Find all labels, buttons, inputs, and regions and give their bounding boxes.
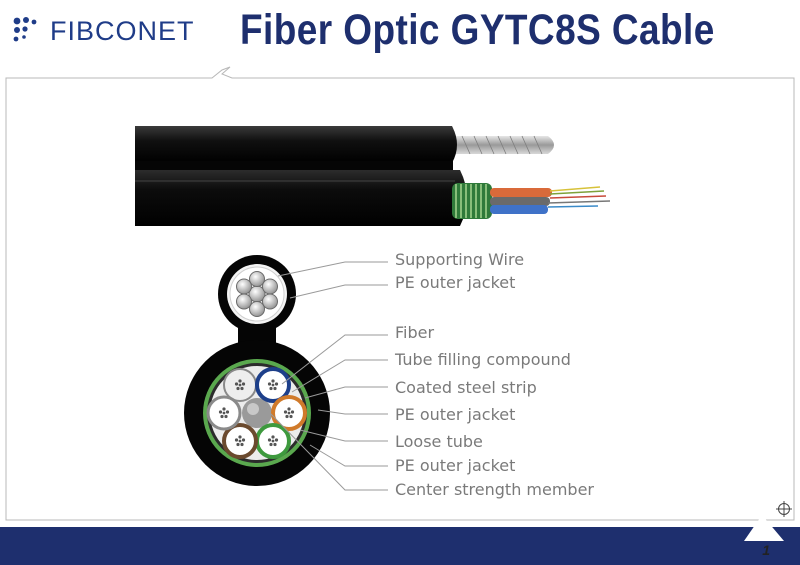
content-frame: [5, 66, 795, 521]
cable-cross-section: [184, 255, 330, 486]
label-tube-filling-compound: Tube filling compound: [395, 350, 571, 369]
page-number: 1: [762, 542, 770, 558]
company-logo: FIBCONET: [12, 14, 212, 48]
page-tab-icon: [744, 515, 784, 541]
crosshair-icon: [776, 501, 792, 517]
coated-steel-strip-side: [452, 183, 492, 219]
label-supporting-wire: Supporting Wire: [395, 250, 525, 269]
label-center-strength-member: Center strength member: [395, 480, 595, 499]
logo-dots-icon: [12, 16, 42, 46]
fibers: [218, 379, 295, 447]
label-pe-outer-jacket-1: PE outer jacket: [395, 273, 516, 292]
leader-lines: [269, 261, 388, 491]
footer-band: 1: [0, 515, 800, 565]
label-loose-tube: Loose tube: [395, 432, 483, 451]
supporting-wire-strands: [236, 271, 278, 317]
label-pe-outer-jacket-3: PE outer jacket: [395, 456, 516, 475]
logo-text: FIBCONET: [50, 15, 195, 46]
label-pe-outer-jacket-2: PE outer jacket: [395, 405, 516, 424]
label-fiber: Fiber: [395, 323, 435, 342]
page-title: Fiber Optic GYTC8S Cable: [240, 6, 715, 54]
cable-side-view: [135, 126, 611, 226]
label-coated-steel-strip: Coated steel strip: [395, 378, 537, 397]
